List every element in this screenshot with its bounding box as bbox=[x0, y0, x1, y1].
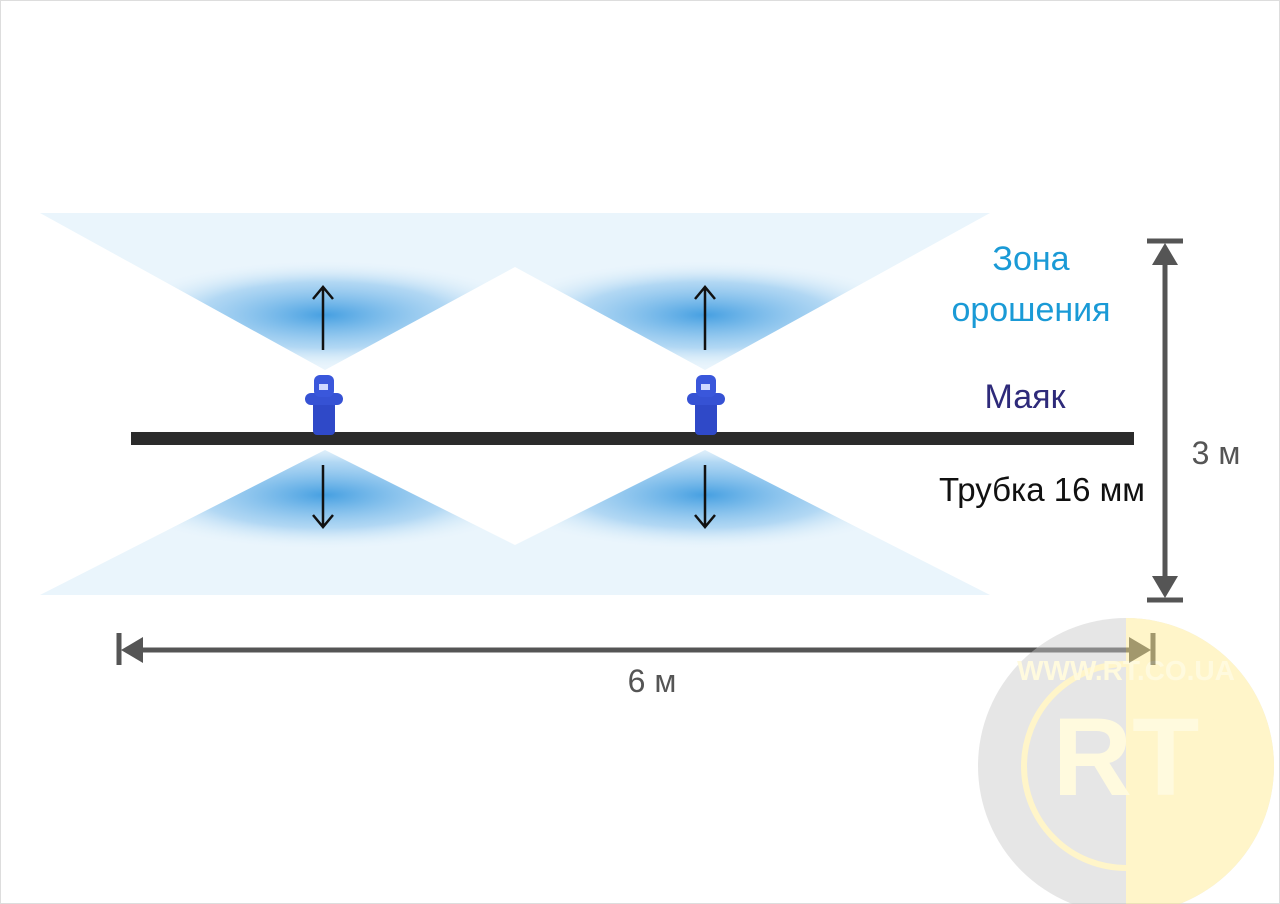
arrow-up-icon bbox=[694, 285, 716, 350]
zone-label-line2: орошения bbox=[951, 291, 1110, 329]
nozzle bbox=[305, 375, 343, 435]
arrow-down-icon bbox=[312, 465, 334, 529]
spray-arrows bbox=[312, 285, 716, 529]
tube-label: Трубка 16 мм bbox=[939, 471, 1145, 508]
height-label: 3 м bbox=[1192, 435, 1241, 471]
pipe bbox=[131, 432, 1134, 445]
svg-text:RT: RT bbox=[1053, 696, 1200, 819]
watermark: RT WWW.RT.CO.UA bbox=[978, 618, 1274, 904]
width-dimension bbox=[116, 633, 1156, 665]
arrow-up-icon bbox=[312, 285, 334, 350]
zone-label-line1: Зона bbox=[992, 240, 1069, 278]
width-label: 6 м bbox=[628, 663, 677, 699]
nozzle bbox=[687, 375, 725, 435]
arrow-down-icon bbox=[694, 465, 716, 529]
svg-text:WWW.RT.CO.UA: WWW.RT.CO.UA bbox=[1017, 655, 1235, 686]
height-dimension bbox=[1147, 238, 1183, 603]
beacon-label: Маяк bbox=[985, 378, 1067, 416]
